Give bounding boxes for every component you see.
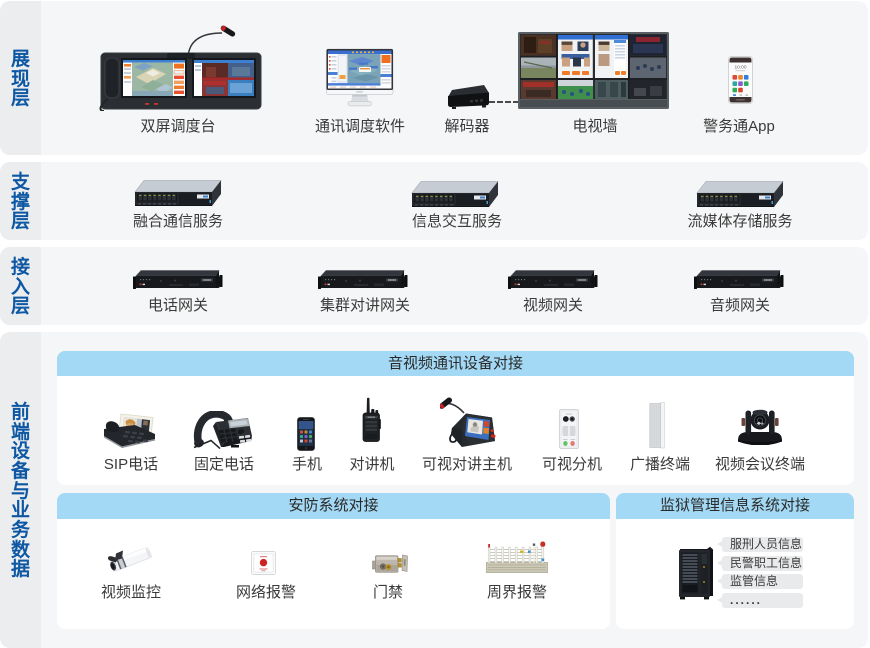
svg-text:10:00: 10:00 <box>734 65 746 71</box>
